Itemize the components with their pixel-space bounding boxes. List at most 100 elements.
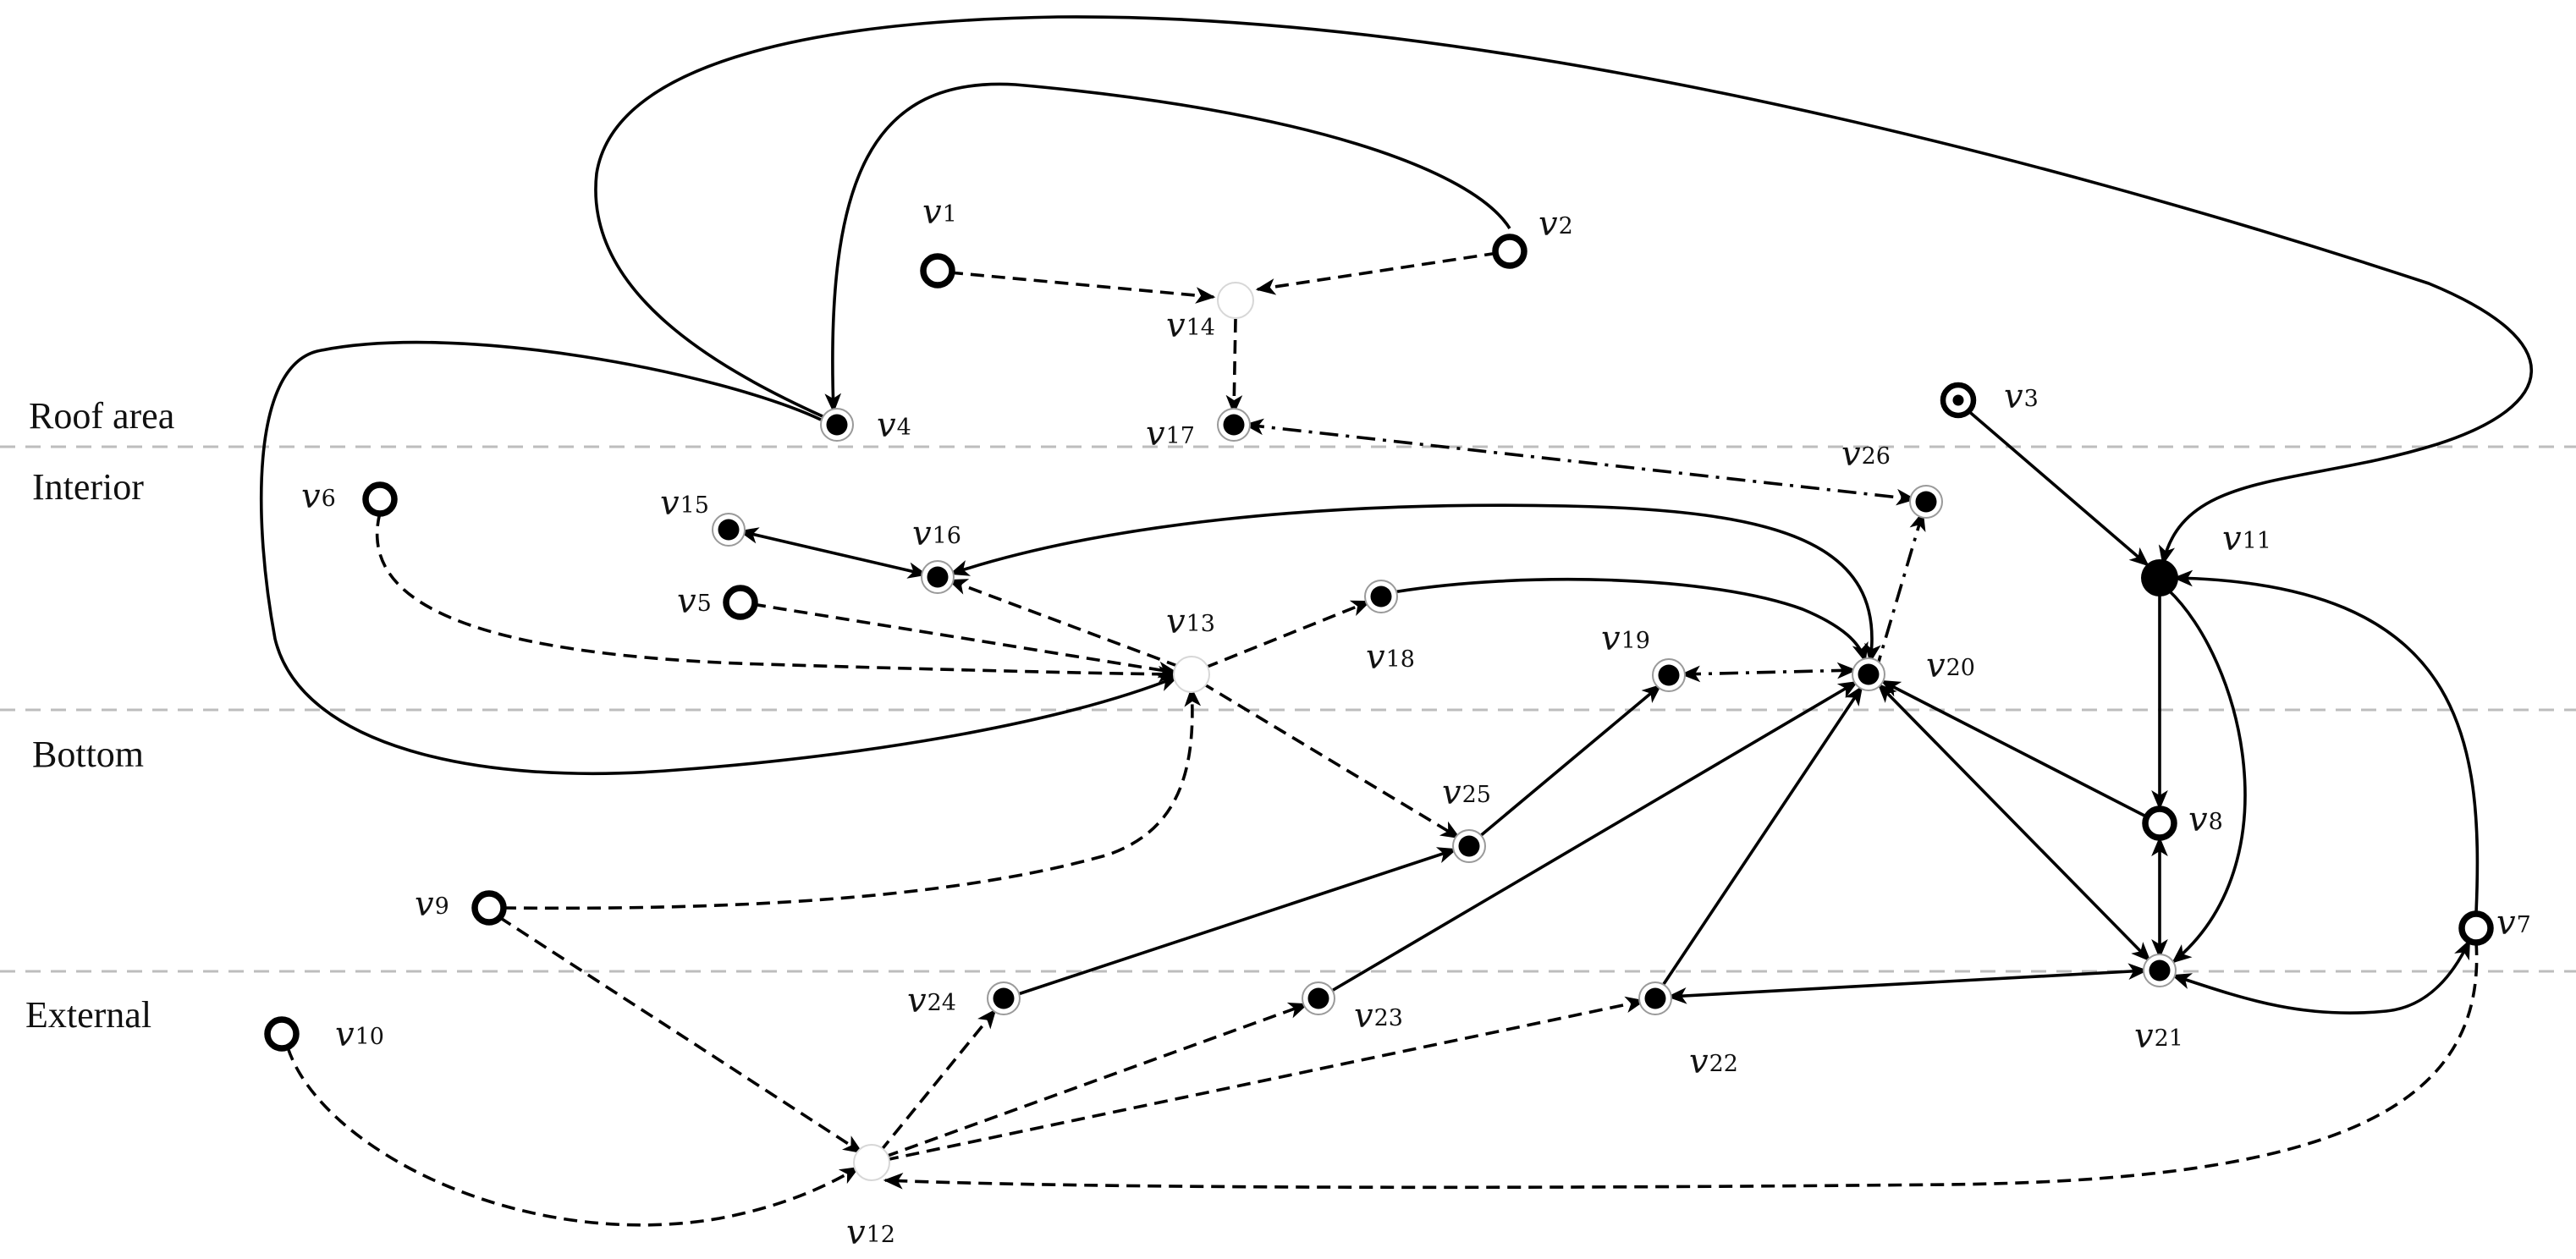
node-v15 xyxy=(712,513,746,547)
edge-v18-v20 xyxy=(1392,577,1869,663)
edge-v7-v11 xyxy=(2172,569,2480,914)
zone-label-bottom: Bottom xyxy=(32,734,144,775)
edge-v5-v13 xyxy=(751,602,1179,679)
node-v12 xyxy=(853,1144,890,1181)
node-v26 xyxy=(1909,485,1943,519)
node-v5 xyxy=(723,585,758,620)
node-v17 xyxy=(1217,408,1251,442)
node-label-index: 9 xyxy=(435,893,449,920)
node-label-v16: v16 xyxy=(912,514,961,553)
node-label-letter: v xyxy=(1538,205,1558,244)
edge-v4-v13 xyxy=(259,340,1180,776)
node-label-v1: v1 xyxy=(922,193,957,232)
node-label-index: 23 xyxy=(1374,1005,1403,1031)
edge-v20-v21 xyxy=(1877,683,2151,962)
node-v23 xyxy=(1302,981,1335,1015)
node-label-index: 8 xyxy=(2209,809,2223,835)
zone-label-roof: Roof area xyxy=(29,395,174,437)
node-label-letter: v xyxy=(1366,638,1385,677)
node-label-letter: v xyxy=(1354,997,1373,1036)
node-label-index: 19 xyxy=(1621,628,1650,654)
edge-v10-v12 xyxy=(286,1047,861,1227)
node-label-index: 17 xyxy=(1166,423,1195,449)
node-label-index: 15 xyxy=(680,492,709,519)
edge-v2-v14 xyxy=(1255,251,1499,295)
node-label-letter: v xyxy=(1841,435,1861,474)
node-label-index: 24 xyxy=(927,990,956,1016)
node-label-index: 7 xyxy=(2517,912,2531,938)
node-label-letter: v xyxy=(846,1213,866,1252)
node-label-index: 5 xyxy=(697,591,712,617)
node-label-index: 11 xyxy=(2243,528,2271,554)
node-label-letter: v xyxy=(2134,1017,2154,1056)
edge-v21-v7 xyxy=(2171,938,2471,1015)
node-label-v7: v7 xyxy=(2496,904,2531,943)
node-label-index: 18 xyxy=(1386,646,1415,673)
node-label-letter: v xyxy=(1689,1042,1709,1081)
node-label-letter: v xyxy=(2188,800,2208,839)
node-label-letter: v xyxy=(1926,646,1946,685)
zone-separators xyxy=(0,445,2576,973)
edge-v23-v20 xyxy=(1329,680,1859,993)
edge-v8-v20 xyxy=(1880,679,2147,818)
node-label-letter: v xyxy=(912,514,932,553)
edge-v13-v18 xyxy=(1204,600,1372,669)
node-label-v25: v25 xyxy=(1442,773,1491,812)
zone-label-external: External xyxy=(25,994,151,1036)
node-v7 xyxy=(2458,910,2494,946)
edge-v19-v20 xyxy=(1680,662,1858,683)
node-v25 xyxy=(1452,829,1486,863)
node-label-letter: v xyxy=(1166,602,1186,641)
node-label-letter: v xyxy=(2222,520,2242,558)
node-label-v21: v21 xyxy=(2134,1017,2183,1056)
node-v8 xyxy=(2142,805,2177,841)
edge-v9-v13 xyxy=(502,686,1202,910)
node-v1 xyxy=(920,253,955,289)
edge-v24-v25 xyxy=(1015,847,1458,997)
node-label-v6: v6 xyxy=(301,477,336,516)
edge-v16-v20 xyxy=(949,503,1881,664)
node-label-index: 25 xyxy=(1462,782,1491,808)
edge-v7-v12 xyxy=(883,941,2479,1190)
node-label-v26: v26 xyxy=(1841,435,1891,474)
node-label-v15: v15 xyxy=(660,484,709,523)
node-label-letter: v xyxy=(2496,904,2516,943)
edges xyxy=(259,15,2533,1227)
edge-v12-v23 xyxy=(884,1002,1309,1158)
node-label-letter: v xyxy=(415,885,434,924)
node-v18 xyxy=(1364,580,1398,613)
edge-v13-v16 xyxy=(947,579,1181,668)
node-v11 xyxy=(2141,559,2178,597)
node-label-index: 20 xyxy=(1946,655,1975,681)
edge-v17-v26 xyxy=(1243,418,1917,506)
node-label-index: 1 xyxy=(943,201,957,228)
node-label-v19: v19 xyxy=(1601,619,1650,658)
node-v19 xyxy=(1652,658,1686,692)
edge-v6-v13 xyxy=(375,512,1179,683)
node-label-letter: v xyxy=(907,981,927,1020)
node-v6 xyxy=(362,481,398,517)
zone-labels: Roof area Interior Bottom External xyxy=(25,395,174,1036)
node-label-v17: v17 xyxy=(1146,415,1195,454)
node-label-letter: v xyxy=(301,477,321,516)
node-label-index: 22 xyxy=(1709,1051,1738,1077)
edge-v25-v19 xyxy=(1478,684,1662,838)
edge-v22-v20 xyxy=(1660,685,1863,987)
node-v10 xyxy=(264,1016,300,1052)
node-label-index: 3 xyxy=(2024,386,2039,412)
node-label-letter: v xyxy=(877,406,896,445)
node-label-letter: v xyxy=(922,193,942,232)
node-label-index: 26 xyxy=(1862,443,1891,470)
node-v2 xyxy=(1492,234,1527,269)
node-v16 xyxy=(921,560,955,594)
edge-v26-v20 xyxy=(1877,510,1926,662)
node-v9 xyxy=(471,890,507,926)
node-v21 xyxy=(2143,954,2177,987)
node-label-index: 10 xyxy=(355,1024,384,1050)
node-label-letter: v xyxy=(335,1015,355,1054)
edge-v13-v25 xyxy=(1201,681,1461,839)
node-label-index: 16 xyxy=(933,523,961,549)
node-label-index: 2 xyxy=(1559,213,1573,239)
edge-v15-v16 xyxy=(738,527,928,579)
